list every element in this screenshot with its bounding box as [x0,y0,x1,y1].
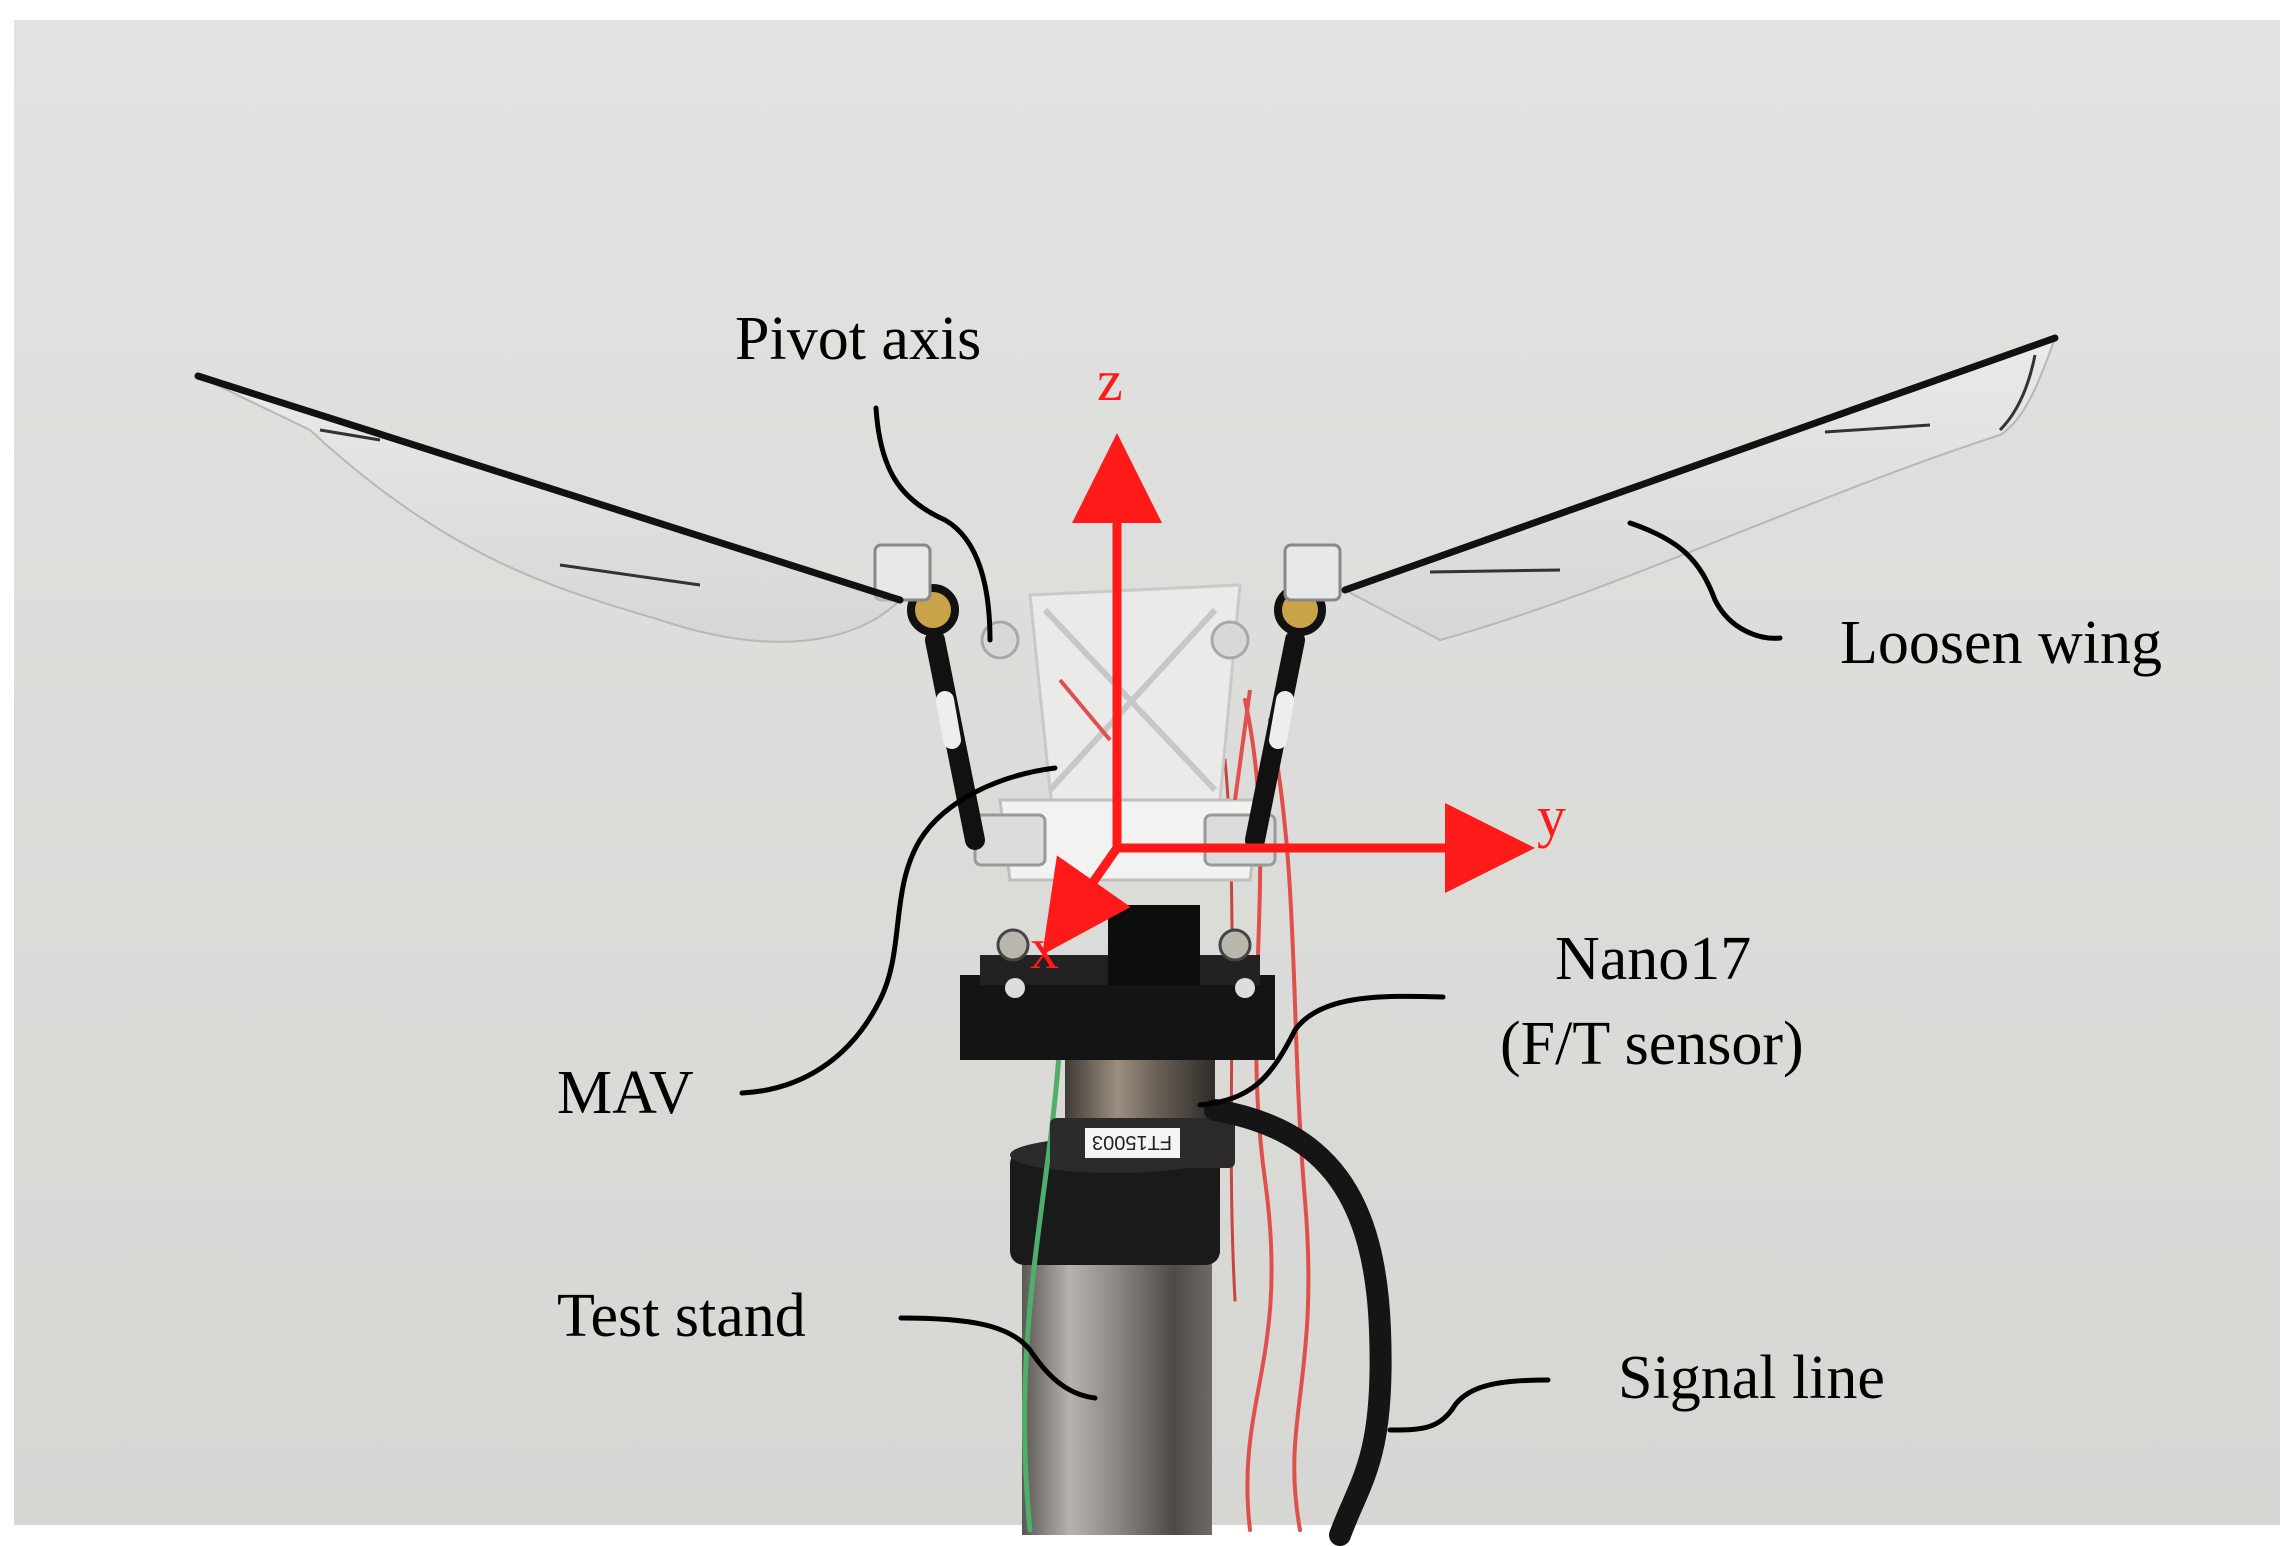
signal-line-label: Signal line [1618,1344,1885,1412]
pivot-axis-leader [873,405,993,643]
sensor-tag: FT15003 [1092,1131,1172,1153]
y-axis-label: y [1537,784,1566,849]
right-wing [1341,334,2059,642]
left-wing [194,372,904,643]
x-axis-label: x [1030,916,1059,981]
test-stand [1010,1137,1220,1535]
z-axis-label: z [1097,348,1123,413]
ft-sensor-label: (F/T sensor) [1500,1010,1804,1078]
x-axis-arrow [1042,841,1131,955]
test-stand-label: Test stand [557,1282,806,1350]
test-stand-leader [898,1315,1098,1401]
nano17-leader [1197,993,1446,1108]
signal-cable [1204,1099,1392,1546]
mav-label: MAV [557,1059,694,1127]
green-wire [1022,1037,1063,1533]
coordinate-axes [1042,433,1535,955]
loosen-wing-leader [1627,520,1783,641]
leader-lines [739,405,1783,1433]
mav-leader [739,765,1058,1096]
connecting-rods [873,543,1342,850]
pivot-axis-label: Pivot axis [735,305,982,373]
signal-line-leader [1387,1377,1551,1433]
nano17-sensor: FT15003 [1050,1050,1235,1168]
loosen-wing-label: Loosen wing [1840,609,2163,677]
nano17-label: Nano17 [1555,925,1752,993]
